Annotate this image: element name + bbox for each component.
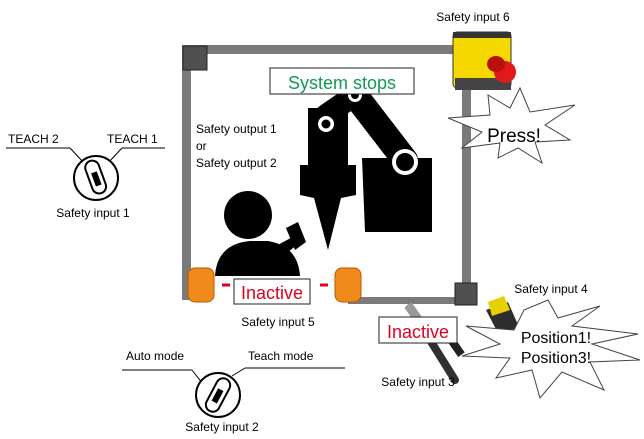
press-callout-text: Press!	[487, 126, 541, 147]
safety-output-1-label: Safety output 1	[196, 122, 277, 136]
safety-input-4-label: Safety input 4	[514, 282, 588, 296]
light-curtain	[187, 267, 362, 303]
safety-input-6-label: Safety input 6	[436, 10, 510, 24]
teach-mode-label: Teach mode	[248, 349, 314, 363]
position-3-text: Position3!	[521, 350, 591, 367]
key-selector-2	[122, 367, 345, 418]
enable-switch-status: Inactive	[378, 316, 458, 344]
teach-1-label: TEACH 1	[107, 132, 158, 146]
auto-mode-label: Auto mode	[126, 349, 184, 363]
safety-input-3-label: Safety input 3	[381, 375, 455, 389]
light-curtain-status: Inactive	[233, 278, 311, 305]
safety-input-5-label: Safety input 5	[241, 315, 315, 329]
teach-2-label: TEACH 2	[8, 132, 59, 146]
or-label: or	[196, 139, 207, 153]
safety-fence	[182, 45, 478, 306]
robot-arm-icon	[300, 82, 432, 250]
key-selector-1	[6, 147, 165, 201]
operator-icon	[215, 191, 306, 276]
system-stops-banner: System stops	[269, 67, 415, 95]
position-callout: Position1! Position3!	[461, 299, 641, 400]
safety-input-2-label: Safety input 2	[185, 420, 259, 434]
safety-output-2-label: Safety output 2	[196, 156, 277, 170]
position-1-text: Position1!	[521, 330, 591, 347]
light-curtain-status-text: Inactive	[241, 283, 303, 303]
emergency-stop-icon	[452, 31, 516, 90]
system-stops-text: System stops	[288, 73, 396, 93]
press-callout: Press!	[447, 86, 576, 165]
safety-input-1-label: Safety input 1	[56, 206, 130, 220]
enable-switch-status-text: Inactive	[387, 322, 449, 342]
